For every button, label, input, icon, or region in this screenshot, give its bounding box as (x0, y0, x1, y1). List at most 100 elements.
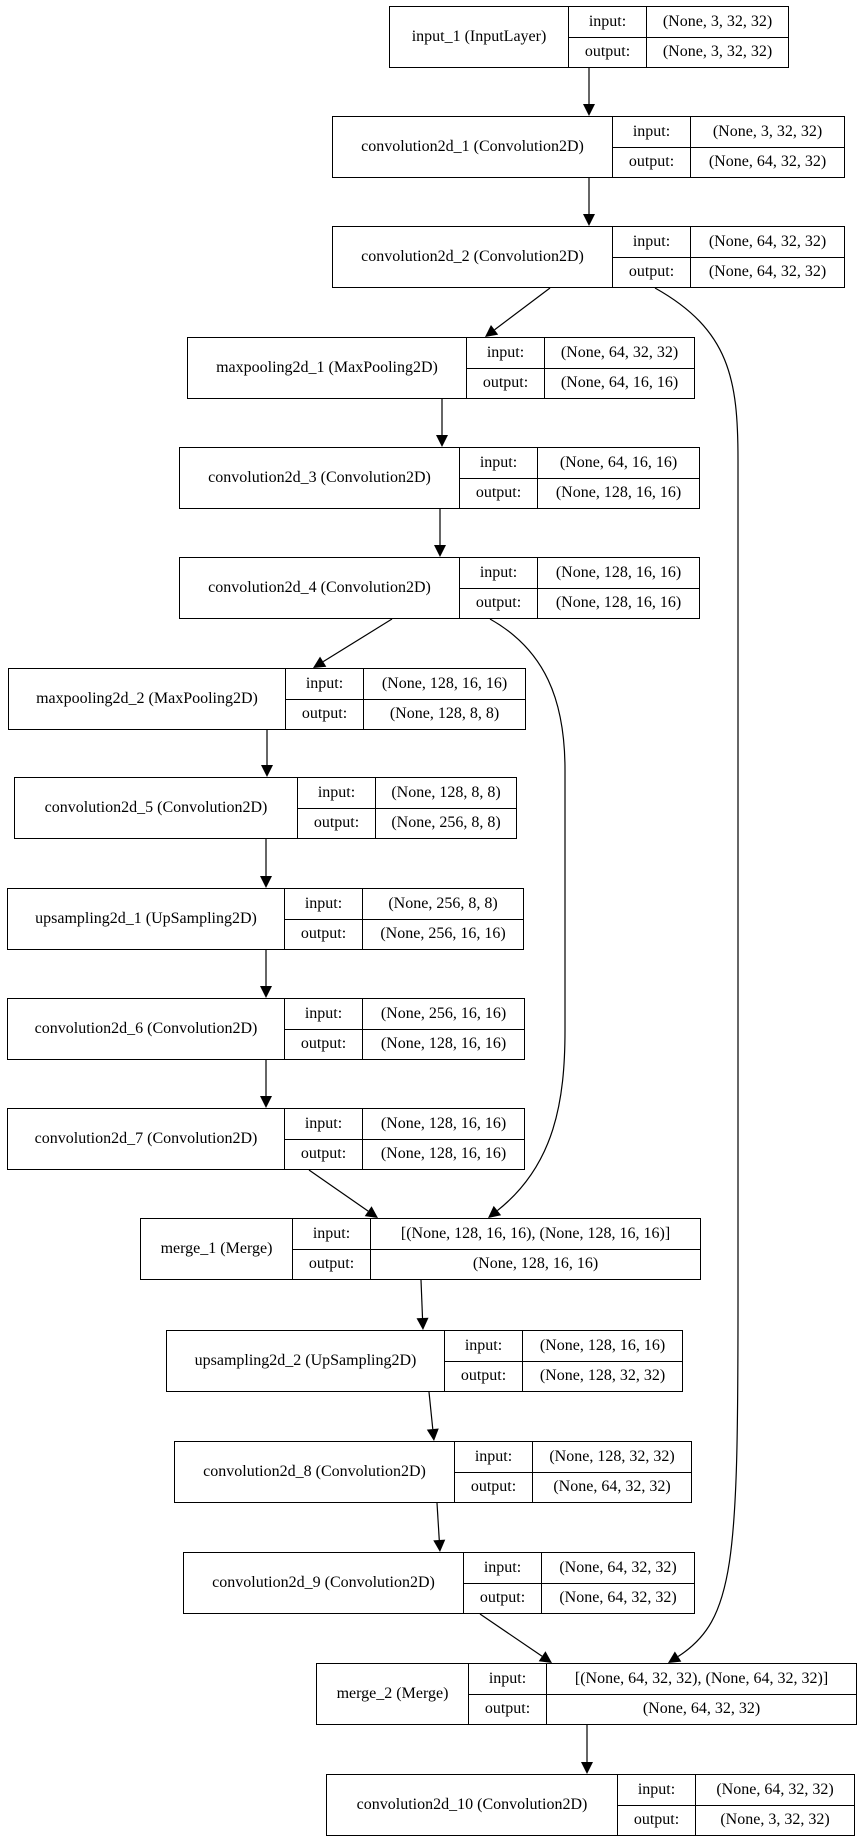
input-shape: (None, 64, 16, 16) (538, 448, 699, 479)
edge-convolution2d-2-to-maxpooling2d-1 (494, 287, 551, 331)
io-values: (None, 256, 16, 16) (None, 128, 16, 16) (363, 999, 524, 1059)
io-keys: input:output: (613, 227, 691, 287)
edge-convolution2d-7-to-merge-1 (308, 1169, 369, 1212)
input-key: input: (618, 1775, 695, 1806)
input-key: input: (460, 448, 537, 479)
output-key: output: (470, 1478, 517, 1496)
io-values: (None, 64, 32, 32) (None, 3, 32, 32) (696, 1775, 854, 1835)
io-values: [(None, 128, 16, 16), (None, 128, 16, 16… (371, 1219, 700, 1279)
layer-name: input_1 (InputLayer) (390, 7, 569, 67)
io-keys: input:output: (467, 338, 545, 398)
arrowhead-convolution2d-5-to-upsampling2d-1 (260, 876, 272, 888)
input-shape: [(None, 128, 16, 16), (None, 128, 16, 16… (371, 1219, 700, 1250)
edge-merge-1-to-upsampling2d-2 (420, 1279, 424, 1319)
arrowhead-maxpooling2d-1-to-convolution2d-3 (436, 435, 448, 447)
output-key: output: (475, 484, 522, 502)
io-keys: input: output: (460, 448, 538, 508)
layer-name: convolution2d_10 (Convolution2D) (327, 1775, 618, 1835)
output-shape: (None, 128, 16, 16) (380, 1035, 507, 1053)
layer-node-merge-2: merge_2 (Merge)input: output: [(None, 64, … (316, 1663, 857, 1725)
layer-name: convolution2d_6 (Convolution2D) (8, 999, 285, 1059)
arrowhead-convolution2d-1-to-convolution2d-2 (583, 214, 595, 226)
input-shape: (None, 256, 16, 16) (363, 999, 524, 1030)
arrowhead-convolution2d-6-to-convolution2d-7 (260, 1096, 272, 1108)
layer-node-convolution2d-2: convolution2d_2 (Convolution2D)input:out… (332, 226, 845, 288)
layer-node-maxpooling2d-1: maxpooling2d_1 (MaxPooling2D)input:outpu… (187, 337, 695, 399)
layer-name: convolution2d_8 (Convolution2D) (175, 1442, 455, 1502)
input-shape: (None, 128, 16, 16) (538, 558, 699, 589)
input-shape: (None, 128, 16, 16) (364, 669, 525, 700)
input-key: input: (455, 1442, 532, 1473)
output-key: output: (460, 1367, 507, 1385)
output-shape: (None, 128, 16, 16) (380, 1145, 507, 1163)
io-values: (None, 128, 32, 32)(None, 64, 32, 32) (533, 1442, 691, 1502)
input-key: input: (460, 558, 537, 589)
layer-name: convolution2d_2 (Convolution2D) (333, 227, 613, 287)
layer-name: upsampling2d_1 (UpSampling2D) (8, 889, 285, 949)
input-key: input: (569, 7, 646, 38)
arrowhead-merge-1-to-upsampling2d-2 (416, 1317, 429, 1330)
layer-name: merge_2 (Merge) (317, 1664, 469, 1724)
layer-node-convolution2d-6: convolution2d_6 (Convolution2D)input: out… (7, 998, 525, 1060)
output-key: output: (308, 1255, 355, 1273)
arrowhead-upsampling2d-1-to-convolution2d-6 (260, 986, 272, 998)
input-shape: (None, 3, 32, 32) (647, 7, 788, 38)
io-keys: input: output: (469, 1664, 547, 1724)
input-shape: (None, 64, 32, 32) (696, 1775, 854, 1806)
arrowhead-convolution2d-4-to-merge-1 (488, 1205, 502, 1218)
output-key: output: (633, 1811, 680, 1829)
io-keys: input:output: (569, 7, 647, 67)
output-shape: (None, 128, 16, 16) (555, 484, 682, 502)
output-shape: (None, 64, 32, 32) (708, 263, 827, 281)
io-values: (None, 3, 32, 32)(None, 64, 32, 32) (691, 117, 844, 177)
output-shape: (None, 128, 32, 32) (539, 1367, 666, 1385)
layer-name: convolution2d_4 (Convolution2D) (180, 558, 460, 618)
input-key: input: (285, 999, 362, 1030)
input-shape: (None, 128, 16, 16) (363, 1109, 524, 1140)
output-shape: (None, 128, 8, 8) (389, 705, 500, 723)
input-key: input: (469, 1664, 546, 1695)
layer-name: convolution2d_3 (Convolution2D) (180, 448, 460, 508)
input-shape: (None, 64, 32, 32) (545, 338, 694, 369)
layer-node-convolution2d-3: convolution2d_3 (Convolution2D)input: out… (179, 447, 700, 509)
arrowhead-convolution2d-9-to-merge-2 (538, 1651, 552, 1663)
io-values: (None, 128, 8, 8)(None, 256, 8, 8) (376, 778, 516, 838)
output-key: output: (313, 814, 360, 832)
io-values: (None, 256, 8, 8)(None, 256, 16, 16) (363, 889, 523, 949)
arrowhead-convolution2d-8-to-convolution2d-9 (433, 1539, 446, 1552)
output-shape: (None, 64, 32, 32) (559, 1589, 677, 1607)
io-values: [(None, 64, 32, 32), (None, 64, 32, 32)]… (547, 1664, 856, 1724)
layer-node-convolution2d-7: convolution2d_7 (Convolution2D)input:out… (7, 1108, 525, 1170)
output-key: output: (300, 1035, 347, 1053)
output-key: output: (475, 594, 522, 612)
layer-name: upsampling2d_2 (UpSampling2D) (167, 1331, 445, 1391)
output-key: output: (484, 1700, 531, 1718)
io-values: (None, 64, 32, 32) (None, 64, 32, 32) (542, 1553, 694, 1613)
input-shape: [(None, 64, 32, 32), (None, 64, 32, 32)] (547, 1664, 856, 1695)
output-key: output: (300, 1145, 347, 1163)
arrowhead-maxpooling2d-2-to-convolution2d-5 (261, 765, 273, 777)
input-shape: (None, 64, 32, 32) (542, 1553, 694, 1584)
output-shape: (None, 128, 16, 16) (555, 594, 682, 612)
layer-node-upsampling2d-1: upsampling2d_1 (UpSampling2D)input:outpu… (7, 888, 524, 950)
input-key: input: (285, 889, 362, 920)
layer-node-upsampling2d-2: upsampling2d_2 (UpSampling2D)input:outpu… (166, 1330, 683, 1392)
output-shape: (None, 64, 32, 32) (642, 1700, 761, 1718)
arrowhead-convolution2d-2-to-maxpooling2d-1 (485, 324, 499, 337)
layer-name: merge_1 (Merge) (141, 1219, 293, 1279)
input-key: input: (293, 1219, 370, 1250)
io-keys: input: output: (455, 1442, 533, 1502)
output-key: output: (479, 1589, 526, 1607)
io-keys: input:output: (298, 778, 376, 838)
output-key: output: (628, 153, 675, 171)
input-key: input: (467, 338, 544, 369)
output-shape: (None, 256, 16, 16) (380, 925, 506, 943)
io-values: (None, 128, 16, 16) (None, 128, 16, 16) (538, 558, 699, 618)
io-values: (None, 3, 32, 32)(None, 3, 32, 32) (647, 7, 788, 67)
output-shape: (None, 3, 32, 32) (720, 1811, 830, 1829)
layer-node-convolution2d-1: convolution2d_1 (Convolution2D)input:out… (332, 116, 845, 178)
edge-convolution2d-4-to-maxpooling2d-2 (322, 618, 393, 663)
input-key: input: (613, 117, 690, 148)
arrowhead-input-1-to-convolution2d-1 (583, 104, 595, 116)
